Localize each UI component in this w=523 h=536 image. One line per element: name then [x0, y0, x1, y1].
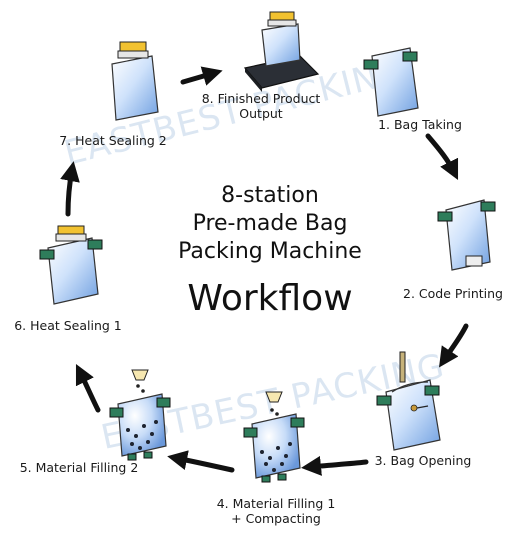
station-label-3: 3. Bag Opening [370, 453, 476, 468]
bag-heat-sealing-icon [111, 41, 159, 121]
arrow-5-to-6 [75, 363, 101, 413]
bag-code-printing-icon [437, 199, 496, 271]
arrow-1-to-2 [425, 133, 459, 181]
station-label-8: 8. Finished Product Output [196, 91, 326, 121]
station-label-8-line-1: 8. Finished Product [201, 91, 321, 106]
flow-arrows [60, 66, 469, 476]
arrow-6-to-7 [60, 161, 80, 217]
station-label-4: 4. Material Filling 1 + Compacting [206, 496, 346, 526]
title-line-2: Pre-made Bag [192, 211, 348, 236]
station-label-7-line-1: 7. Heat Sealing 2 [59, 133, 167, 148]
arrow-4-to-5 [167, 450, 235, 473]
station-label-3-line-1: 3. Bag Opening [374, 453, 472, 468]
station-label-6: 6. Heat Sealing 1 [8, 318, 128, 333]
title-workflow: Workflow [187, 278, 353, 319]
station-label-1-line-1: 1. Bag Taking [378, 117, 462, 132]
station-label-6-line-1: 6. Heat Sealing 1 [14, 318, 122, 333]
bag-filling-icon [109, 369, 171, 461]
station-label-2-line-1: 2. Code Printing [403, 286, 503, 301]
station-label-4-line-2: + Compacting [231, 511, 321, 526]
station-label-1: 1. Bag Taking [370, 117, 470, 132]
arrow-3-to-4 [301, 455, 369, 476]
title-line-3: Packing Machine [178, 239, 362, 264]
arrow-2-to-3 [439, 323, 469, 368]
station-label-4-line-1: 4. Material Filling 1 [216, 496, 336, 511]
flat-bag-with-gripper-clips-icon [363, 47, 419, 117]
station-label-5: 5. Material Filling 2 [4, 460, 154, 475]
arrow-8-to-1 [180, 66, 223, 86]
station-label-2: 2. Code Printing [398, 286, 508, 301]
station-label-5-line-1: 5. Material Filling 2 [19, 460, 139, 475]
station-label-7: 7. Heat Sealing 2 [50, 133, 176, 148]
bag-opening-icon [376, 351, 441, 451]
bag-filling-compacting-icon [243, 391, 305, 483]
title-line-1: 8-station [221, 183, 319, 208]
finished-bag-output-icon [243, 11, 320, 92]
station-label-8-line-2: Output [239, 106, 283, 121]
bag-heat-sealing-icon [39, 225, 103, 305]
